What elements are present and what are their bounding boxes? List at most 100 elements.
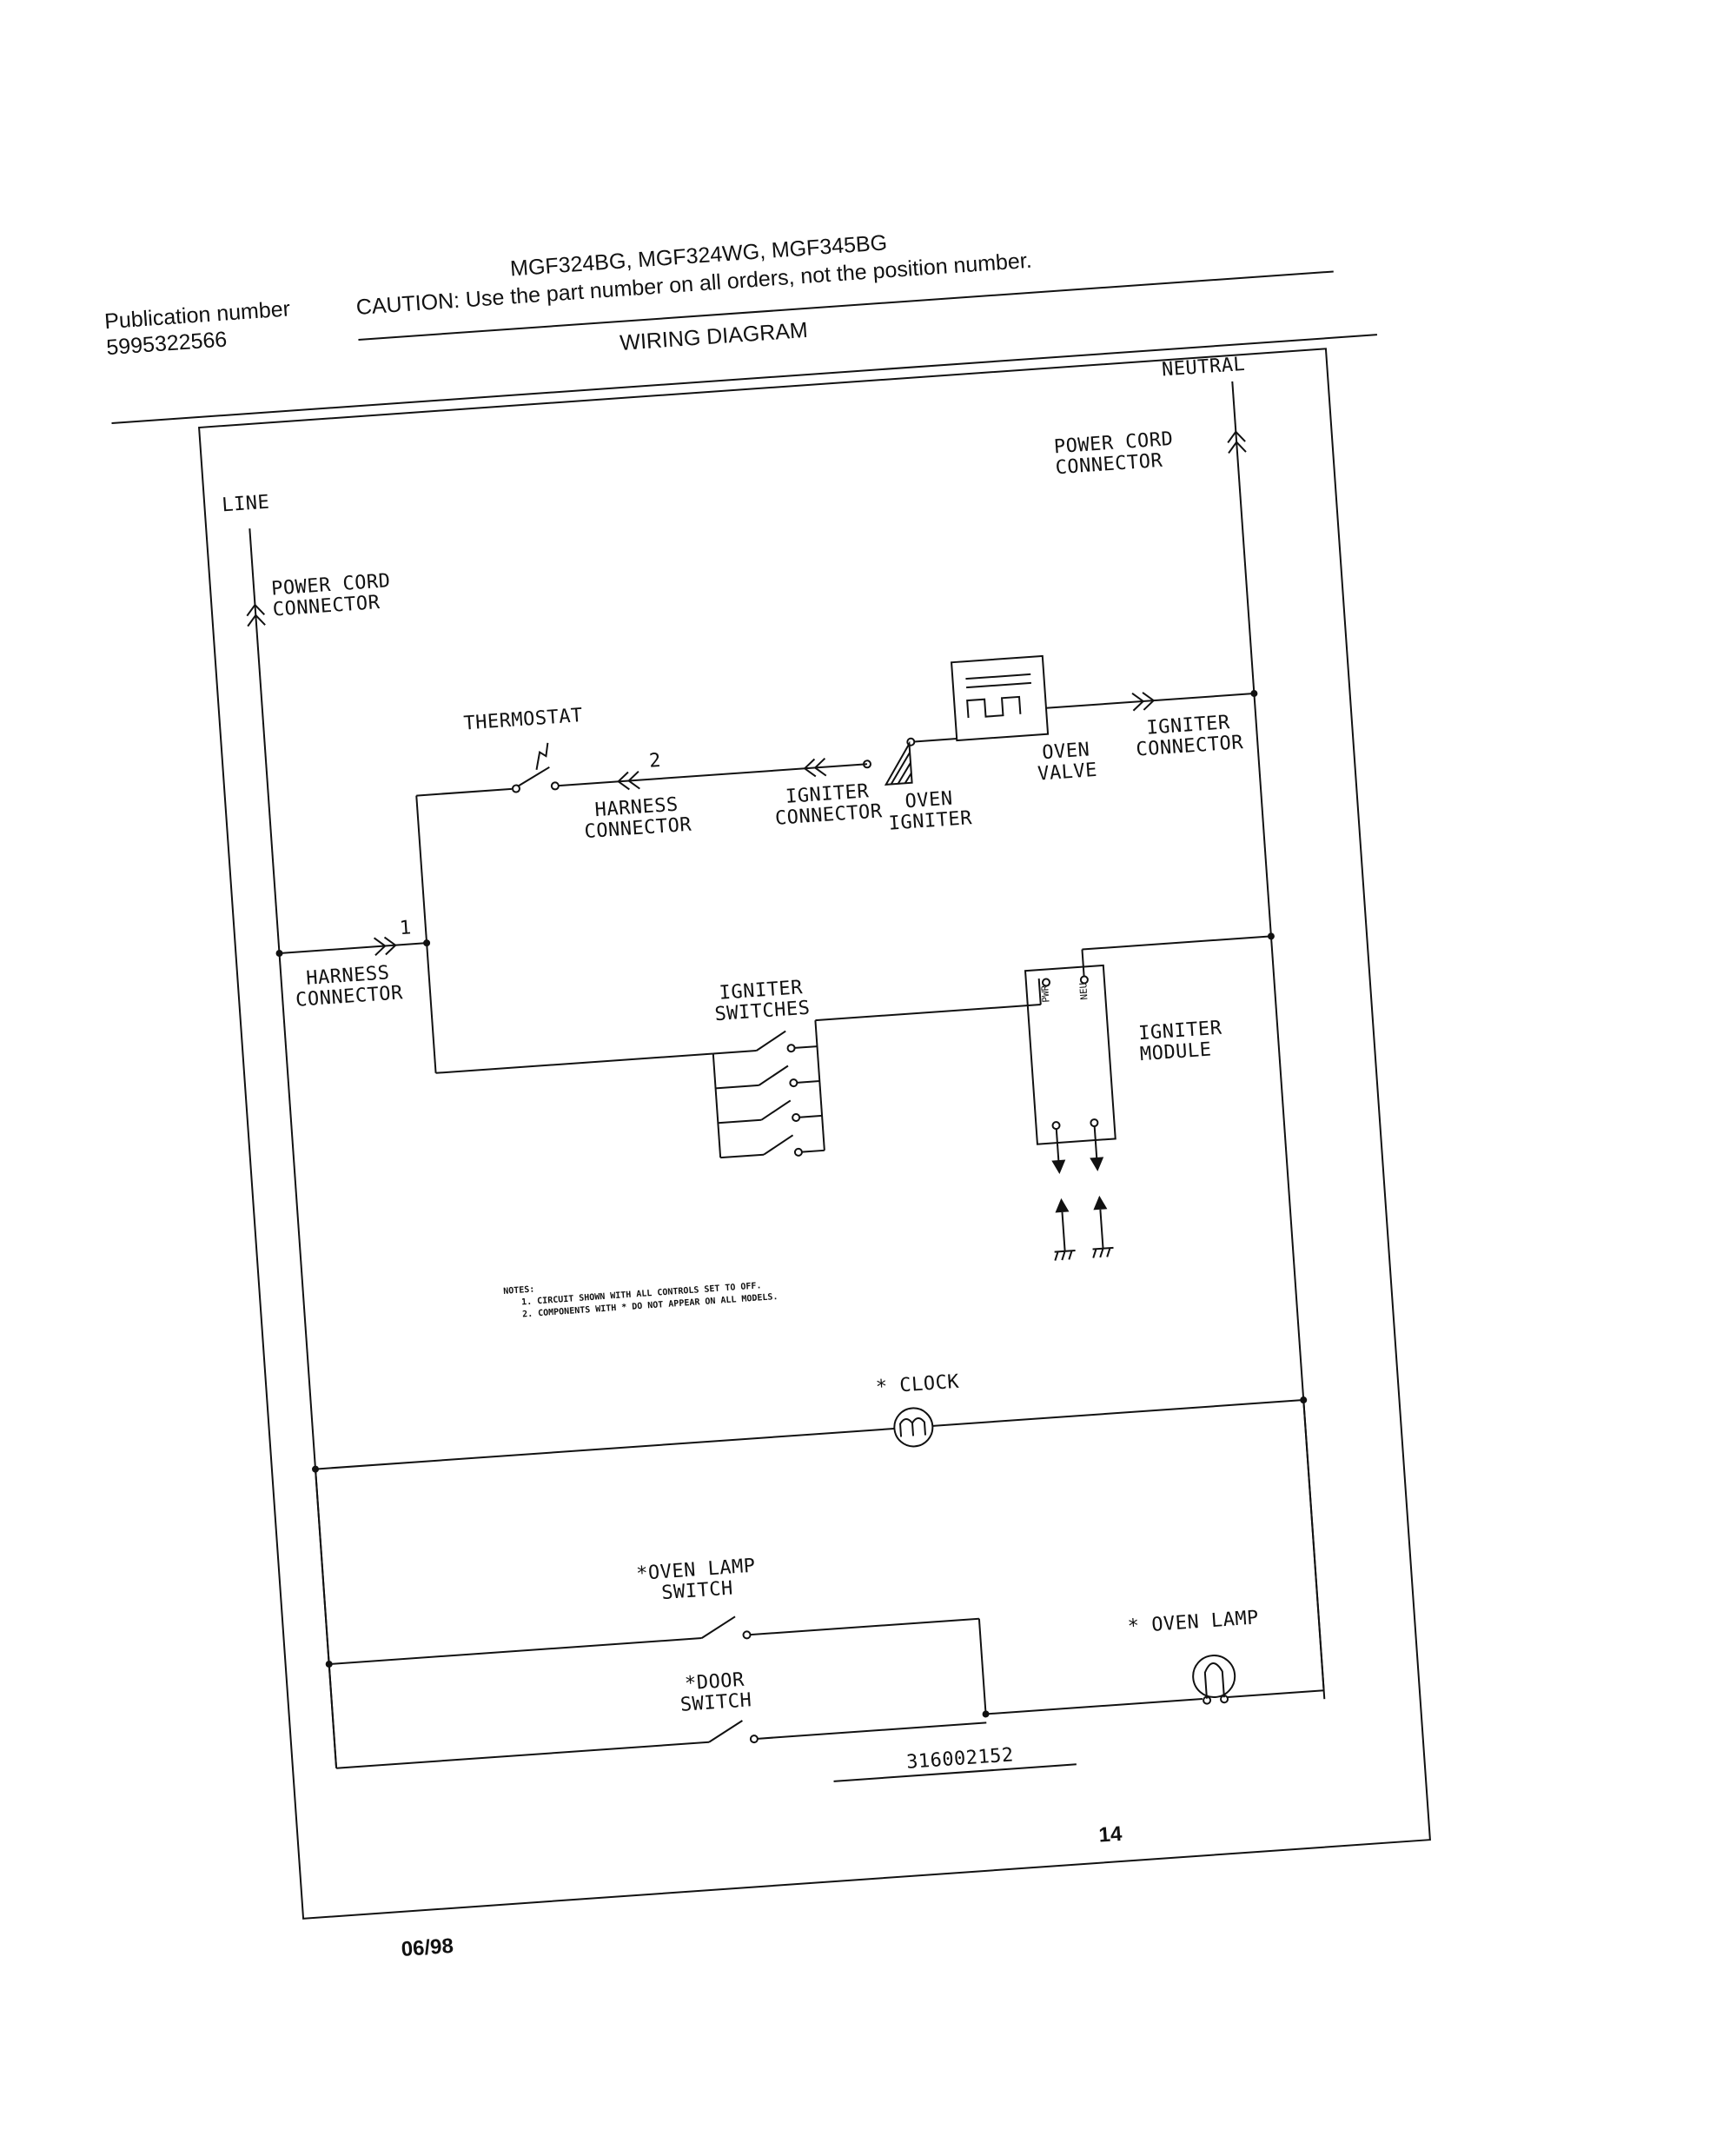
switch-contact xyxy=(793,1147,803,1157)
igniter-switch-4 xyxy=(763,1134,794,1156)
oven-lamp-switch-wire xyxy=(328,1637,702,1666)
harness-wire-left xyxy=(279,942,427,955)
switch-tie-wire xyxy=(977,1618,987,1715)
oven-lamp-symbol xyxy=(1192,1655,1236,1699)
oven-valve-label: OVEN VALVE xyxy=(1037,739,1098,786)
harness-connector-top-pin: 2 xyxy=(648,749,662,773)
module-pwr-lead xyxy=(1037,978,1042,1005)
lamp-terminal xyxy=(1203,1695,1212,1705)
igniter-connector-right-symbol xyxy=(1131,692,1156,712)
igniter-switch-1 xyxy=(756,1030,786,1051)
module-neu-wire xyxy=(1082,935,1271,951)
switch-lead xyxy=(797,1080,820,1084)
arrow-down-icon xyxy=(1090,1157,1104,1171)
oven-lamp-switch-arm xyxy=(701,1615,736,1639)
branch-wire xyxy=(415,795,437,1073)
header-rule xyxy=(358,270,1334,341)
switch-contact xyxy=(742,1630,752,1640)
module-output-lead xyxy=(1093,1125,1098,1163)
door-switch-label: *DOOR SWITCH xyxy=(679,1668,753,1716)
switch-contact xyxy=(792,1113,801,1123)
door-switch-wire xyxy=(757,1721,987,1740)
switch-lead xyxy=(718,1118,762,1124)
door-switch-feed xyxy=(328,1663,338,1768)
clock-motor-winding xyxy=(899,1417,927,1437)
switch-contact xyxy=(786,1044,796,1053)
page-number: 14 xyxy=(1097,1821,1123,1847)
power-cord-connector-left-symbol xyxy=(246,603,266,627)
switch-feed-wire xyxy=(435,1052,713,1074)
power-cord-connector-right-symbol xyxy=(1227,430,1247,454)
oven-lamp-wire xyxy=(985,1698,1203,1715)
oven-lamp-return-wire xyxy=(1227,1689,1324,1698)
igniter-connector-left-label: IGNITER CONNECTOR xyxy=(774,780,884,830)
oven-lamp-filament xyxy=(1203,1662,1225,1699)
clock-wire xyxy=(315,1399,1304,1470)
lamp-terminal xyxy=(1220,1695,1229,1704)
igniter-switches-label: IGNITER SWITCHES xyxy=(713,977,812,1026)
module-pin-pwr: PWR xyxy=(1039,985,1052,1004)
arrow-up-icon xyxy=(1055,1197,1070,1213)
switch-lead xyxy=(799,1114,823,1118)
diagram-top-rule xyxy=(111,334,1378,424)
electrode-lead xyxy=(1061,1211,1066,1251)
igniter-module-label: IGNITER MODULE xyxy=(1137,1017,1223,1066)
switch-bank-feed xyxy=(712,1053,722,1158)
module-pwr-wire xyxy=(815,1004,1041,1022)
valve-wire xyxy=(914,738,957,743)
harness-connector-left-pin: 1 xyxy=(399,917,413,940)
oven-lamp-switch-wire xyxy=(750,1617,979,1636)
door-switch-arm xyxy=(708,1720,743,1743)
oven-igniter-hatch xyxy=(890,752,912,785)
igniter-switch-3 xyxy=(760,1099,792,1121)
harness-connector-top-symbol xyxy=(617,770,640,791)
power-cord-connector-left-label: POWER CORD CONNECTOR xyxy=(270,570,392,621)
oven-lamp-switch-label: *OVEN LAMP SWITCH xyxy=(635,1555,757,1605)
igniter-switch-2 xyxy=(758,1065,789,1086)
door-switch-wire xyxy=(336,1741,710,1769)
electrode-lead xyxy=(1099,1209,1104,1249)
diagram-frame xyxy=(198,348,1431,1920)
revision-date: 06/98 xyxy=(400,1934,454,1961)
line-label: LINE xyxy=(221,491,271,517)
drawing-number-rule xyxy=(833,1763,1077,1782)
ground-icon xyxy=(1092,1246,1114,1258)
harness-connector-left-symbol xyxy=(373,936,397,957)
oven-valve-bimetal xyxy=(965,673,1031,680)
module-terminal-pwr xyxy=(1042,978,1051,987)
thermostat-wire xyxy=(416,787,513,797)
switch-lead xyxy=(794,1045,818,1049)
switch-lead xyxy=(720,1153,765,1159)
module-output-lead xyxy=(1055,1129,1060,1165)
power-cord-connector-right-label: POWER CORD CONNECTOR xyxy=(1053,428,1175,480)
switch-lead xyxy=(712,1049,757,1055)
thermostat-bulb-symbol xyxy=(535,742,549,771)
harness-connector-left-label: HARNESS CONNECTOR xyxy=(295,962,404,1012)
thermostat-switch-arm xyxy=(518,766,550,787)
igniter-wire xyxy=(558,763,868,787)
switch-contact xyxy=(789,1078,798,1088)
switch-lead xyxy=(801,1149,825,1153)
harness-connector-top-label: HARNESS CONNECTOR xyxy=(583,793,692,844)
thermostat-contact xyxy=(550,781,560,791)
arrow-down-icon xyxy=(1051,1159,1066,1175)
igniter-terminal xyxy=(906,737,916,746)
igniter-terminal xyxy=(862,760,871,769)
oven-valve-bimetal xyxy=(966,681,1031,689)
junction-dot xyxy=(1250,690,1258,698)
oven-valve-symbol xyxy=(950,654,1050,742)
module-output-terminal xyxy=(1090,1118,1099,1128)
neutral-return xyxy=(1302,1399,1325,1691)
oven-valve-heater-element xyxy=(966,695,1022,719)
module-pin-neu: NEU xyxy=(1077,982,1090,1000)
igniter-wire-right xyxy=(1045,693,1255,709)
junction-dot xyxy=(275,950,283,958)
module-output-terminal xyxy=(1051,1121,1061,1131)
switch-lead xyxy=(715,1084,759,1090)
igniter-connector-left-symbol xyxy=(803,757,827,778)
igniter-connector-right-label: IGNITER CONNECTOR xyxy=(1135,712,1244,761)
switch-bank-return xyxy=(814,1020,825,1151)
arrow-up-icon xyxy=(1093,1195,1108,1211)
